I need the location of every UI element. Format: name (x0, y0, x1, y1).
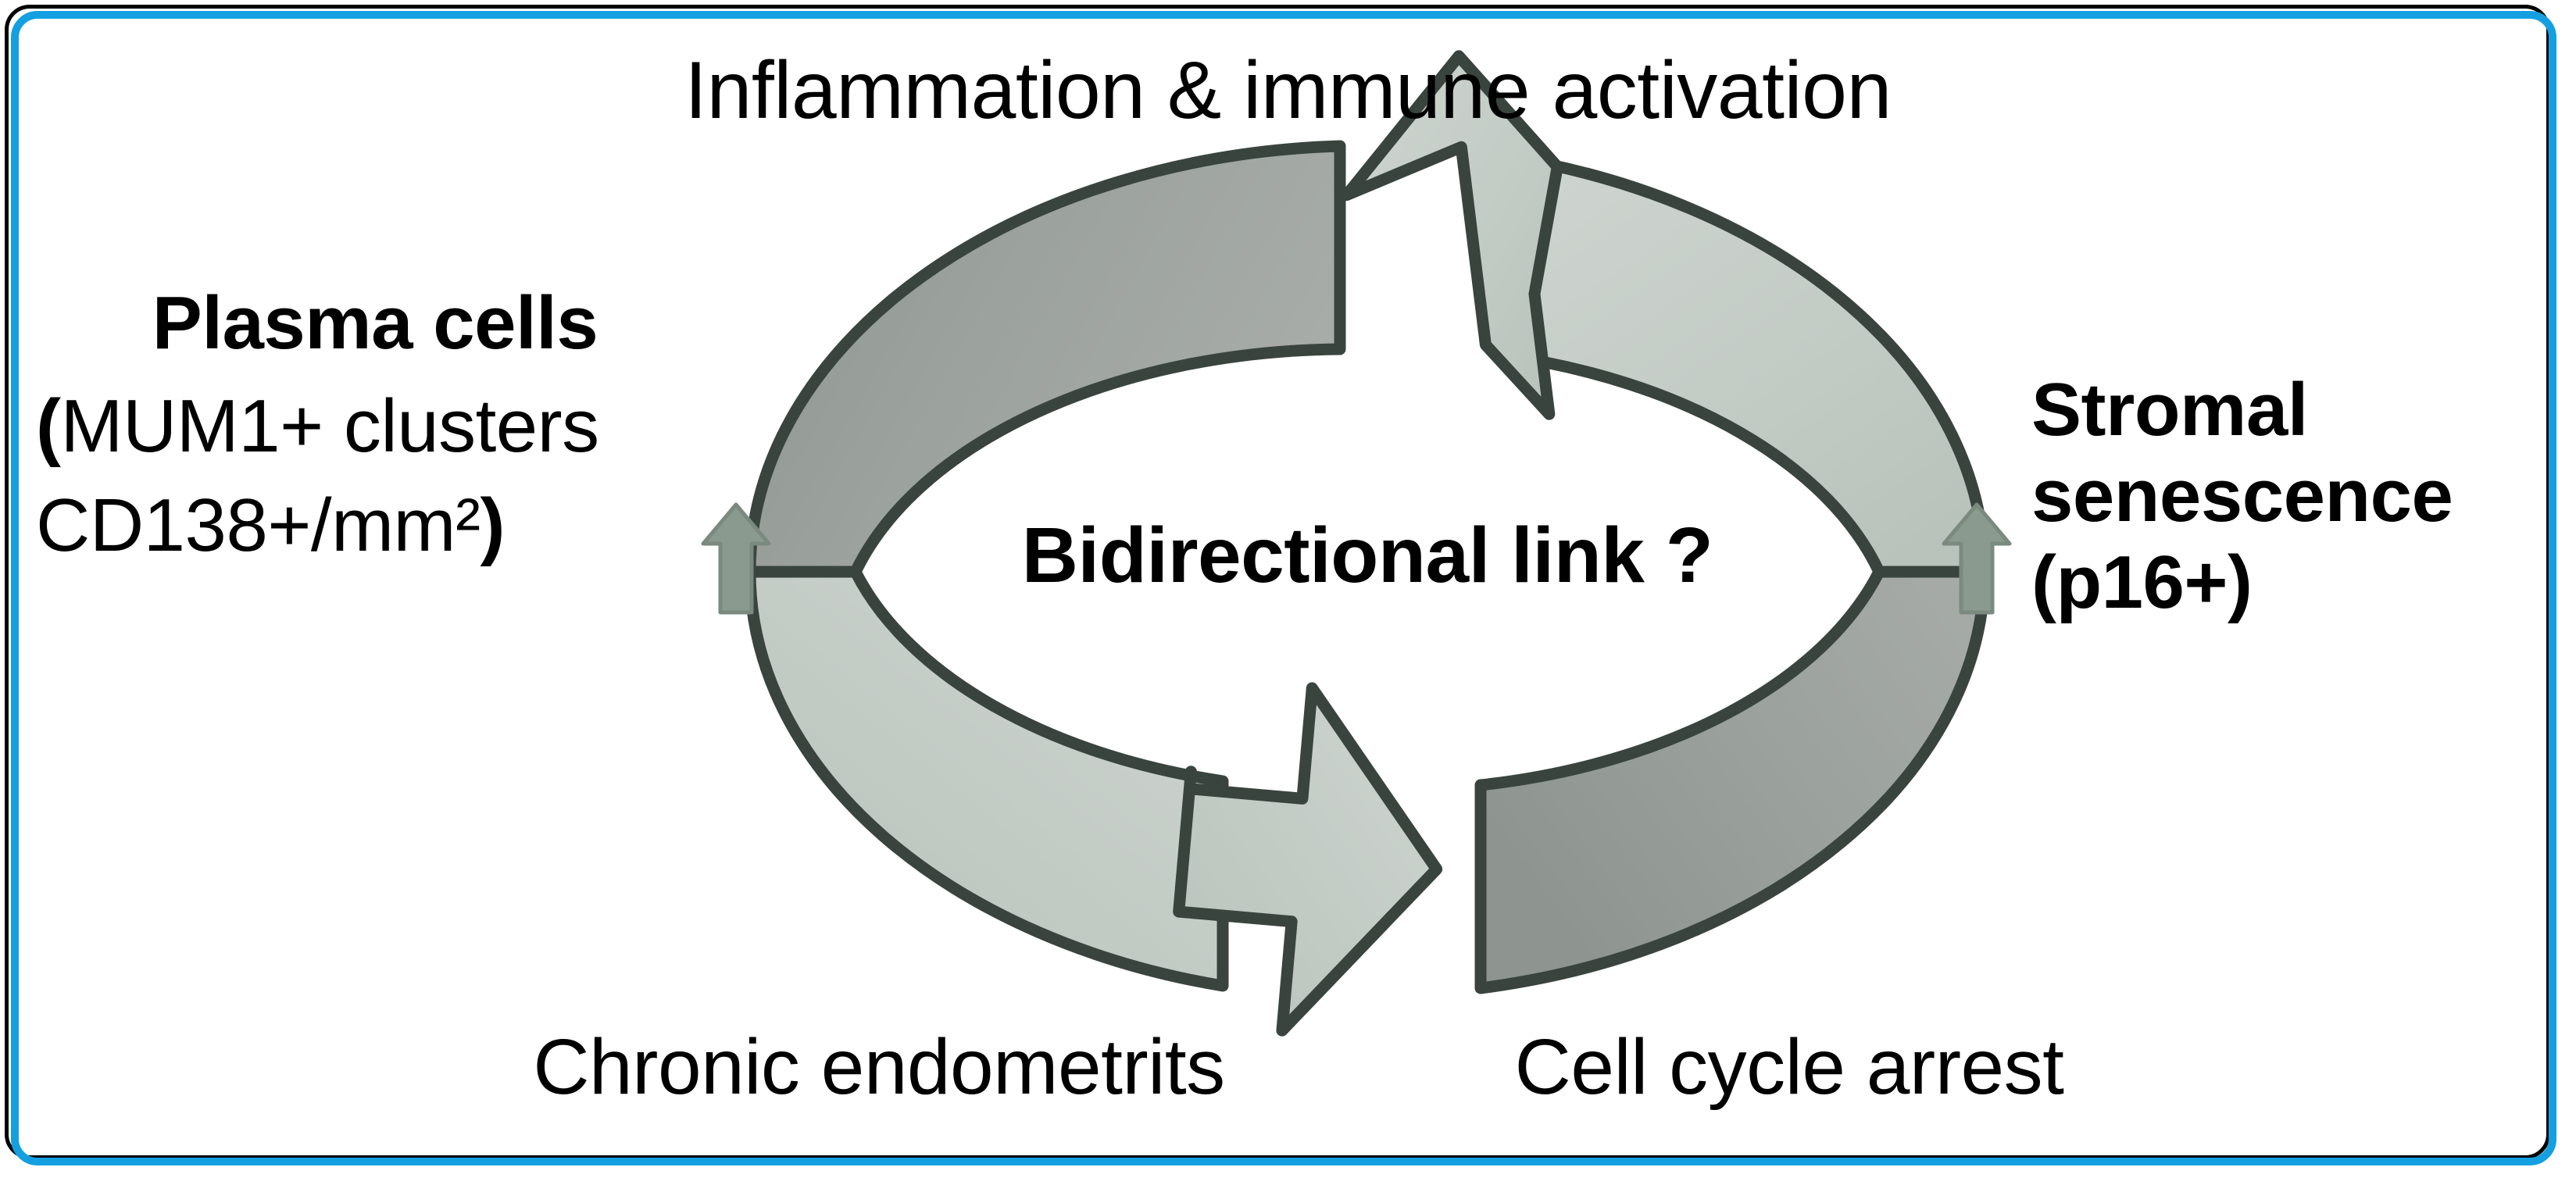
node-detail-mum1: MUM1+ clusters (60, 384, 599, 468)
up-arrow-icon (701, 502, 771, 615)
cycle-arc-upper-light (1498, 150, 1991, 578)
cycle-arc-upper-dark (744, 140, 1346, 578)
cycle-arc-lower-light (744, 566, 1229, 992)
node-title-stromal-line2: senescence (2031, 454, 2453, 538)
up-arrow-icon (1942, 502, 2012, 615)
node-title-plasma-cells: Plasma cells (152, 281, 598, 365)
node-label-plasma-cells: Plasma cells (MUM1+ clusters CD138+/mm²) (31, 281, 719, 568)
cycle-arrowhead-lower (1173, 682, 1443, 1037)
node-detail-cd138: CD138+/mm² (36, 484, 481, 568)
node-detail-plasma-cells-line1: (MUM1+ clusters (31, 384, 719, 469)
node-detail-p16: (p16+) (2031, 540, 2253, 624)
node-title-stromal-line1: Stromal (2031, 368, 2308, 452)
node-label-stromal-senescence: Stromal senescence (p16+) (2031, 367, 2563, 626)
close-paren: ) (480, 484, 505, 568)
edge-label-bottom-right: Cell cycle arrest (1514, 1023, 2064, 1111)
open-paren: ( (36, 384, 61, 468)
node-detail-plasma-cells-line2: CD138+/mm²) (31, 484, 719, 568)
cycle-arc-lower-dark (1474, 566, 1991, 994)
center-question-label: Bidirectional link ? (1021, 512, 1713, 599)
edge-label-bottom-left: Chronic endometrits (533, 1023, 1225, 1111)
edge-label-top: Inflammation & immune activation (684, 45, 1892, 136)
